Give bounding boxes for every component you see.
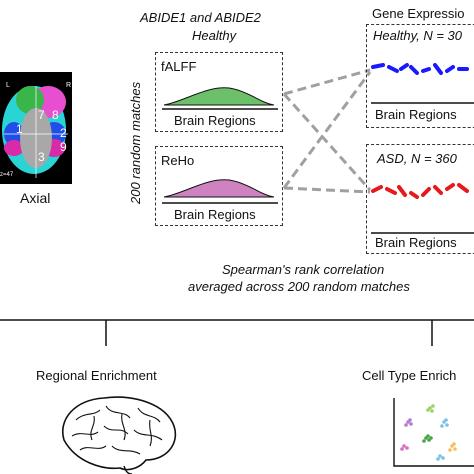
connector-falff-asd xyxy=(282,92,372,192)
asd-dash xyxy=(457,183,469,193)
asd-dash xyxy=(421,187,431,197)
connector-reho-healthy xyxy=(282,71,372,189)
gene-asd-title: ASD, N = 360 xyxy=(377,151,457,166)
axial-region-8: 8 xyxy=(52,108,59,122)
regional-enrichment-label: Regional Enrichment xyxy=(36,368,157,383)
cluster-yellowgreen xyxy=(426,404,435,413)
cluster-purple xyxy=(404,418,413,427)
healthy-label: Healthy xyxy=(192,28,237,43)
matches-vertical-label: 200 random matches xyxy=(128,81,143,204)
reho-panel: ReHo Brain Regions xyxy=(155,146,283,226)
celltype-enrichment-label: Cell Type Enrich xyxy=(362,368,457,383)
cluster-green xyxy=(422,434,433,443)
axial-label-l: L xyxy=(6,82,10,89)
falff-curve xyxy=(163,87,275,106)
connector-falff-healthy xyxy=(283,68,371,96)
axial-region-7: 7 xyxy=(38,108,45,122)
healthy-dash xyxy=(445,65,455,73)
cluster-teal xyxy=(436,454,445,461)
axial-region-2: 2 xyxy=(60,126,67,140)
healthy-dash xyxy=(399,63,409,71)
reho-title: ReHo xyxy=(161,153,195,168)
matching-connectors xyxy=(282,68,372,194)
axial-caption: Axial xyxy=(20,190,51,206)
axial-brain-image: L R 7 8 1 2 9 3 z=47 xyxy=(0,72,72,184)
falff-title: fALFF xyxy=(161,59,197,74)
brain-slice-graphic xyxy=(0,72,72,184)
axial-z-label: z=47 xyxy=(0,172,14,178)
gene-expression-label: Gene Expressio xyxy=(372,6,465,21)
celltype-scatter xyxy=(393,398,474,467)
asd-dash xyxy=(397,185,407,197)
axial-region-1: 1 xyxy=(16,122,23,136)
healthy-dash xyxy=(421,67,431,73)
falff-panel: fALFF Brain Regions xyxy=(155,52,283,132)
axial-region-3: 3 xyxy=(38,150,45,164)
asd-dash xyxy=(385,187,397,195)
celltype-scatter-panel xyxy=(390,392,474,474)
branch-connector xyxy=(0,319,474,346)
brain-outline-drawing xyxy=(62,396,177,474)
abide-label: ABIDE1 and ABIDE2 xyxy=(140,10,261,25)
spearman-line-2: averaged across 200 random matches xyxy=(188,279,410,294)
gene-healthy-title: Healthy, N = 30 xyxy=(373,28,463,43)
falff-distribution xyxy=(162,87,278,110)
axial-label-r: R xyxy=(66,82,72,89)
falff-xlabel: Brain Regions xyxy=(174,113,256,128)
gene-asd-panel: ASD, N = 360 Brain Regions xyxy=(366,144,474,254)
healthy-dash xyxy=(409,65,419,75)
gene-asd-trace xyxy=(371,183,474,234)
reho-xlabel: Brain Regions xyxy=(174,207,256,222)
gene-healthy-panel: Healthy, N = 30 Brain Regions xyxy=(366,24,474,128)
asd-dash xyxy=(371,185,383,193)
healthy-dash xyxy=(433,63,443,75)
cluster-orange xyxy=(448,442,457,452)
reho-distribution xyxy=(162,179,278,204)
scatter-axes xyxy=(393,398,474,467)
reho-curve xyxy=(163,179,275,198)
spearman-line-1: Spearman's rank correlation xyxy=(222,262,385,277)
asd-dash xyxy=(445,183,455,191)
healthy-dash xyxy=(387,65,399,73)
cluster-lightblue xyxy=(440,418,449,428)
gene-asd-xlabel: Brain Regions xyxy=(375,235,457,250)
gene-healthy-xlabel: Brain Regions xyxy=(375,107,457,122)
asd-dash xyxy=(409,191,419,199)
connector-reho-asd xyxy=(283,186,371,194)
asd-dash xyxy=(433,185,443,195)
healthy-dash xyxy=(371,63,385,69)
gene-healthy-trace xyxy=(371,63,474,104)
axial-region-9: 9 xyxy=(60,140,67,154)
cluster-magenta xyxy=(400,444,409,451)
